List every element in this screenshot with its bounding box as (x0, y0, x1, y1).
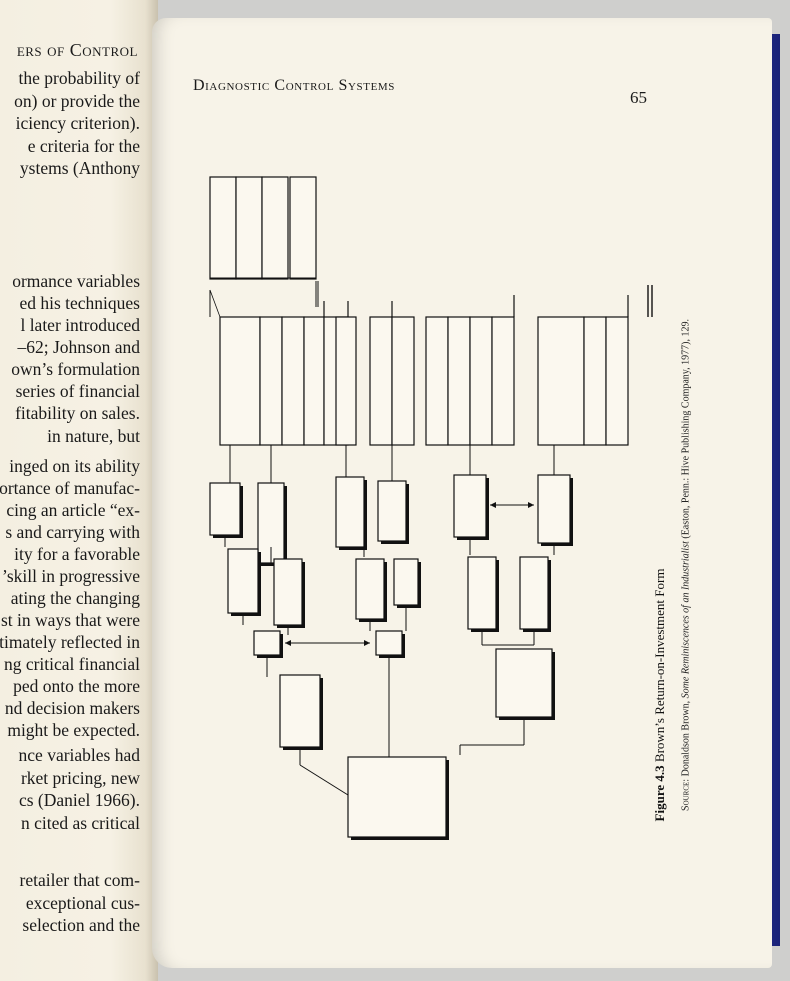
left-text-line: ed his techniques (19, 293, 140, 314)
left-text-line: might be expected. (7, 720, 140, 741)
left-text-line: ortance of manufac- (0, 478, 140, 499)
working-capital-item-box (470, 317, 492, 445)
figure-caption-label: Figure 4.3 (652, 765, 667, 821)
net-profit-box (228, 549, 258, 613)
misc-income-box (336, 477, 364, 547)
working-capital-box (454, 475, 486, 537)
arrow-head (364, 640, 370, 646)
deferred-expenses-box (584, 317, 606, 445)
left-text-line: cing an article “ex- (6, 500, 140, 521)
left-text-line: in nature, but (47, 426, 140, 447)
expense-box (220, 317, 260, 445)
working-capital-item-box (492, 317, 514, 445)
factory-cost-box (290, 177, 316, 279)
left-text-line: ity for a favorable (14, 544, 140, 565)
left-text-line: timately reflected in (0, 632, 140, 653)
left-text-line: cs (Daniel 1966). (19, 790, 140, 811)
figure-lines (170, 95, 730, 855)
net-sales-box (210, 483, 240, 535)
arrow-head (528, 502, 534, 508)
connector-line (300, 765, 348, 795)
arrow-head (285, 640, 291, 646)
left-text-line: the probability of (18, 68, 140, 89)
left-text-line: inged on its ability (9, 456, 140, 477)
running-head: Diagnostic Control Systems (193, 77, 395, 95)
factory-cost-box (262, 177, 288, 279)
factory-cost-box (210, 177, 236, 279)
investments-other-cos-box (606, 317, 628, 445)
left-running-head: ers of Control (17, 40, 138, 61)
unabsorbed-burden-box (370, 317, 392, 445)
left-text-line: e criteria for the (28, 136, 140, 157)
percent-box-extraneous (376, 631, 402, 655)
connector-line (210, 290, 220, 317)
left-text-line: ng critical financial (4, 654, 140, 675)
source-title: Some Reminiscences of an Industrialist (681, 541, 692, 698)
left-text-line: ormance variables (12, 271, 140, 292)
left-text-line: ating the changing (11, 588, 140, 609)
plant-equipment-box (538, 317, 584, 445)
net-sales-annual-box (468, 557, 496, 629)
percent-box-ordinary (254, 631, 280, 655)
left-text-line: nce variables had (19, 745, 140, 766)
left-text-line: series of financial (16, 381, 140, 402)
left-text-line: selection and the (22, 915, 140, 936)
roi-figure: Figure 4.3 Brown’s Return-on-Investment … (170, 95, 730, 855)
left-text-line: nd decision makers (5, 698, 140, 719)
extraordinary-charges-box (392, 317, 414, 445)
left-text-line: fitability on sales. (15, 403, 140, 424)
left-text-line: retailer that com- (20, 870, 141, 891)
net-sales-3-box (394, 559, 418, 605)
left-text-line: exceptional cus- (26, 893, 140, 914)
figure-caption-text: Brown’s Return-on-Investment Form (652, 569, 667, 766)
left-text-line: l later introduced (20, 315, 140, 336)
left-text-line: –62; Johnson and (18, 337, 141, 358)
expense-box (304, 317, 324, 445)
left-text-line: st in ways that were (1, 610, 140, 631)
net-sales-2-box (274, 559, 302, 625)
left-text-line: ystems (Anthony (20, 158, 140, 179)
sales-investment-box (496, 649, 552, 717)
figure-caption: Figure 4.3 Brown’s Return-on-Investment … (652, 569, 668, 822)
source-publisher: (Easton, Penn.: Hive Publishing Company,… (681, 319, 692, 539)
other-income-box (356, 559, 384, 619)
misc-expense-box (336, 317, 356, 445)
total-investment-box (520, 557, 548, 629)
income-sales-box (280, 675, 320, 747)
left-text-line: own’s formulation (11, 359, 140, 380)
arrow-head (490, 502, 496, 508)
working-capital-item-box (426, 317, 448, 445)
left-text-line: n cited as critical (21, 813, 140, 834)
other-items-box (378, 481, 406, 541)
return-on-investment-box (348, 757, 446, 837)
working-capital-item-box (448, 317, 470, 445)
left-text-line: ped onto the more (13, 676, 140, 697)
left-text-line: s and carrying with (5, 522, 140, 543)
source-author: Donaldson Brown, (681, 701, 692, 777)
left-text-line: rket pricing, new (21, 768, 140, 789)
source-label: Source: (681, 779, 692, 811)
left-text-line: iciency criterion). (16, 113, 140, 134)
left-text-line: ’skill in progressive (2, 566, 140, 587)
left-text-line: on) or provide the (14, 91, 140, 112)
expense-box (260, 317, 282, 445)
permanent-investment-box (538, 475, 570, 543)
expense-box (282, 317, 304, 445)
figure-source: Source: Donaldson Brown, Some Reminiscen… (681, 319, 692, 811)
factory-cost-box (236, 177, 262, 279)
